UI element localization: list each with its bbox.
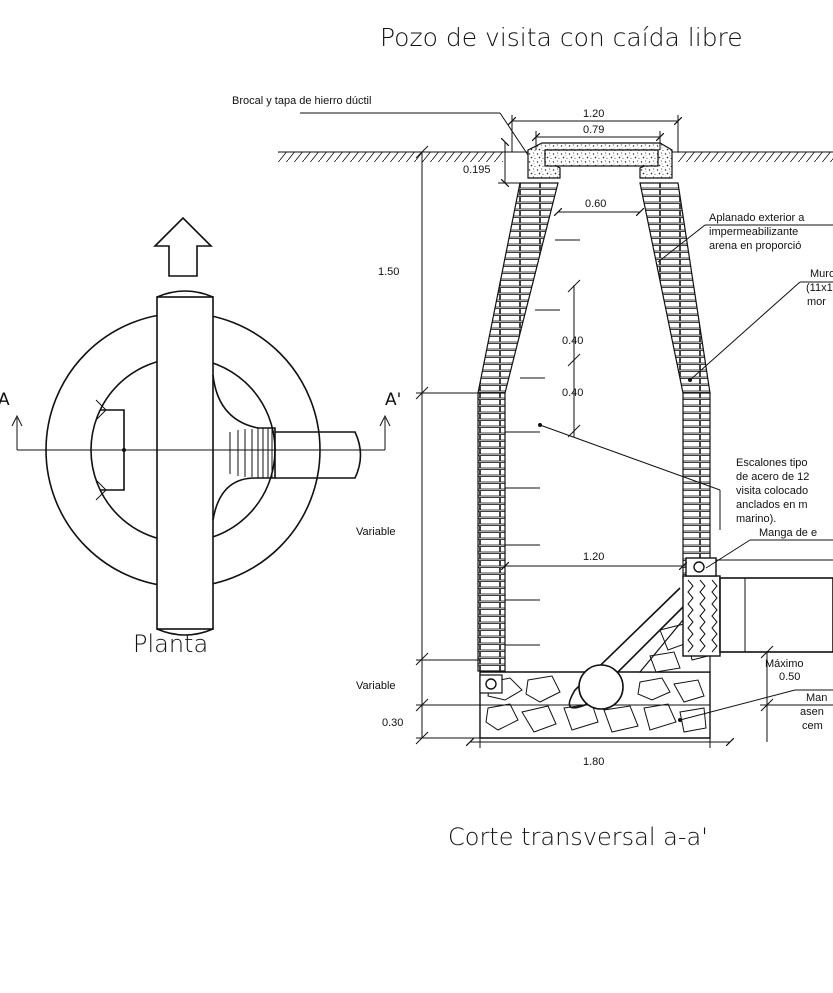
dim-base-width: 1.80 [583,756,604,768]
label-aplanado-2: impermeabilizante [709,226,798,238]
label-brocal: Brocal y tapa de hierro dúctil [232,95,371,107]
label-mamp-2: asen [800,706,824,718]
dim-max-drop-1: Máximo [765,658,804,670]
dim-step-1: 0.40 [562,335,583,347]
inlet-pipe [719,577,833,653]
label-mamp-3: cem [802,720,823,732]
bottom-step [479,674,503,694]
label-escalones-5: marino). [736,513,776,525]
label-escalones-2: de acero de 12 [736,471,809,483]
flow-arrow-icon [153,216,213,277]
manhole-cover [544,149,659,167]
inlet-cap [685,557,717,577]
dim-max-drop-2: 0.50 [779,671,800,683]
dim-top-inner: 0.79 [583,124,604,136]
annotations: Brocal y tapa de hierro dúctil Aplanado … [232,95,833,732]
plan-view: A A' Planta [0,216,401,658]
label-muro-1: Muro [810,268,833,280]
ground-hatch-left [278,152,503,162]
label-aplanado-1: Aplanado exterior a [709,212,805,224]
label-escalones-3: visita colocado [736,485,808,497]
plan-drop-inlet [212,374,276,521]
sleeve-zigzag [687,579,718,653]
plan-label: Planta [133,630,208,658]
dim-step-2: 0.40 [562,387,583,399]
shaft-wall-left [477,392,506,672]
steps [505,239,580,646]
label-escalones-1: Escalones tipo [736,457,808,469]
plan-inlet-hatch [229,428,273,478]
label-muro-2: (11x14 [806,282,833,294]
section-view: 1.20 0.79 0.195 0.60 0.40 0.40 1.20 1.80 [278,108,833,768]
dim-neck: 0.60 [585,198,606,210]
label-aplanado-3: arena en proporció [709,240,801,252]
label-muro-3: mor [807,296,826,308]
label-mamp-1: Man [806,692,827,704]
plan-vertical-pipe [156,296,214,630]
section-marker-a-prime: A' [385,390,401,410]
dim-top-outer: 1.20 [583,108,604,120]
dim-base-variable: Variable [356,680,396,692]
diagram-title: Pozo de visita con caída libre [380,23,743,52]
section-label: Corte transversal a-a' [448,823,708,851]
section-marker-a: A [0,390,10,410]
drop-pipe [568,587,691,709]
outlet-pipe [578,664,624,710]
cone-wall-left [477,182,559,394]
label-manga: Manga de e [759,527,817,539]
dim-brocal: 0.195 [463,164,491,176]
dim-cone-height: 1.50 [378,266,399,278]
cone-wall-right [639,182,711,394]
label-escalones-4: anclados en m [736,499,808,511]
dim-shaft-width: 1.20 [583,551,604,563]
shaft-wall-right [682,392,711,579]
plan-horizontal-pipe [275,431,362,479]
dim-shaft-height: Variable [356,526,396,538]
dim-base-thickness: 0.30 [382,717,403,729]
ground-hatch-right [678,152,833,162]
